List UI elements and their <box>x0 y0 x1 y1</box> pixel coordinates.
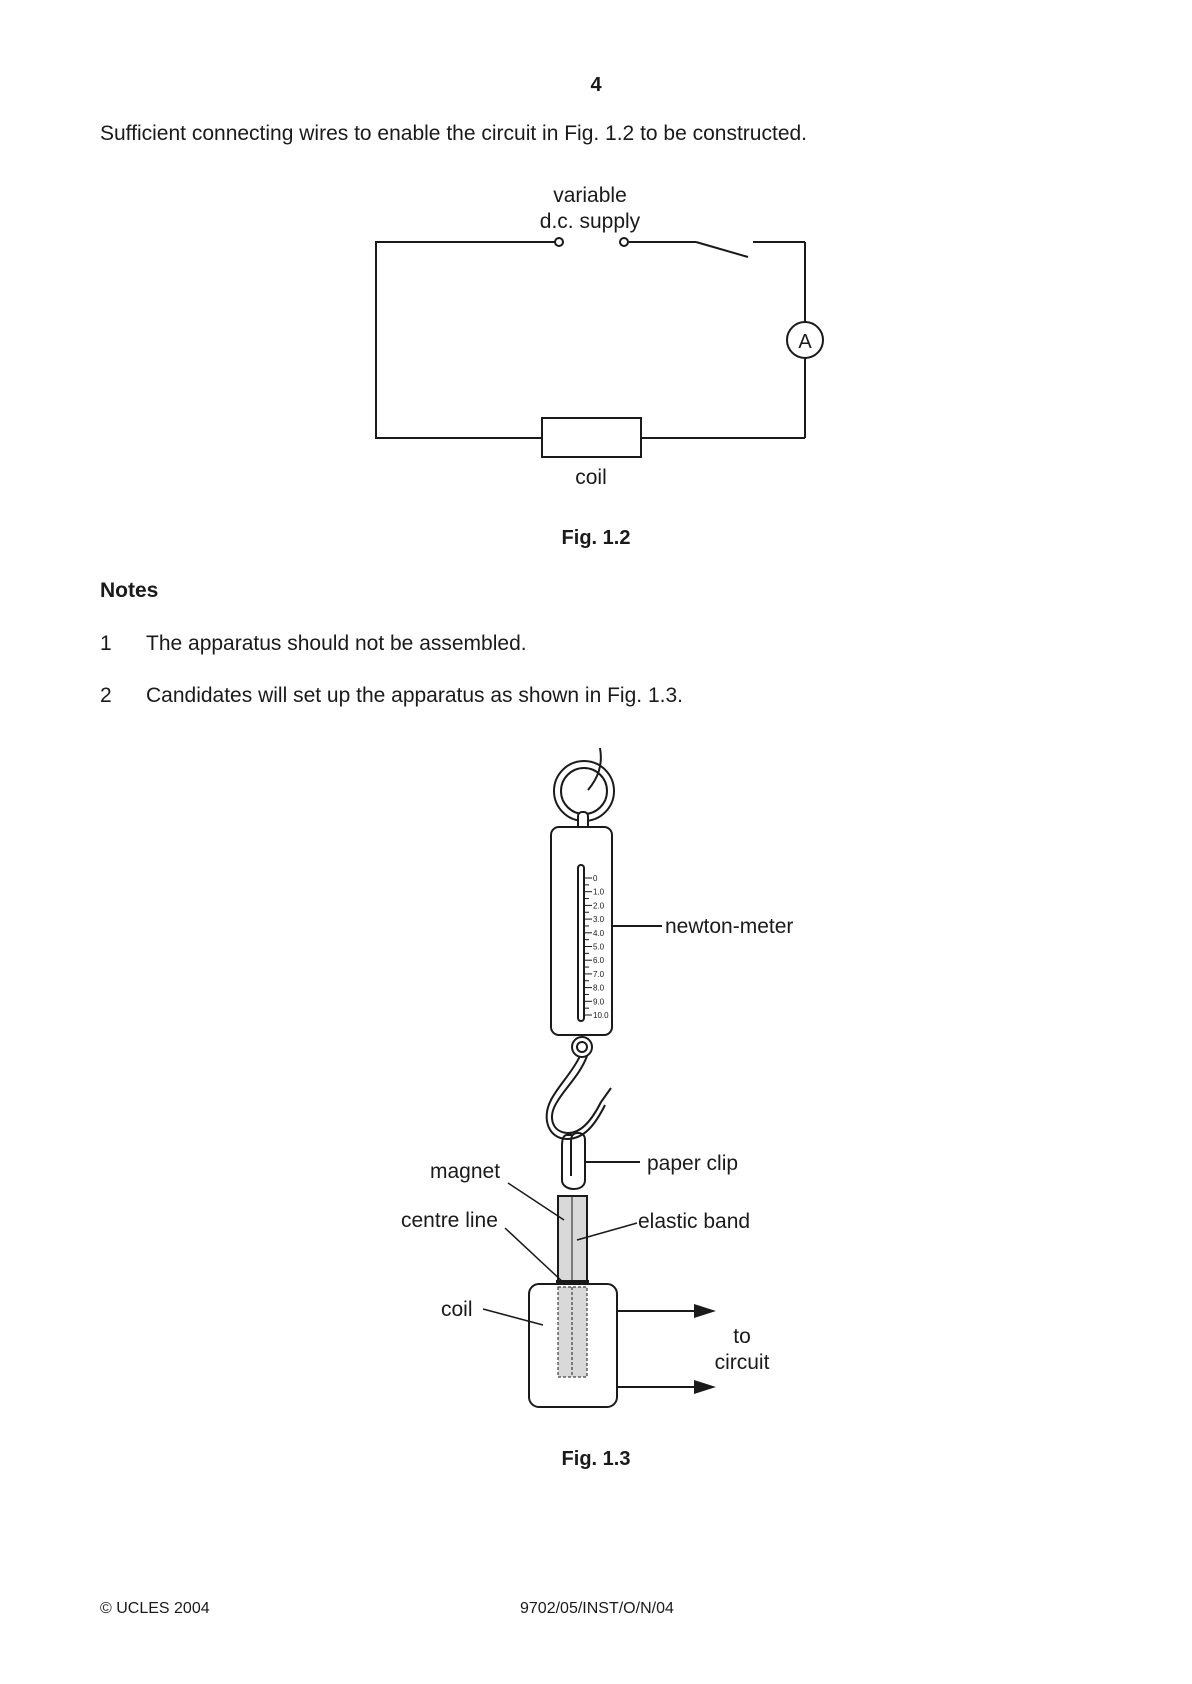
paper-clip-label: paper clip <box>647 1152 738 1175</box>
hanging-string <box>587 747 602 791</box>
supply-terminal-positive <box>619 237 629 247</box>
coil-resistor-symbol <box>541 417 642 458</box>
scale-tick-label: 5.0 <box>593 943 605 952</box>
coil-label-fig12: coil <box>575 466 607 489</box>
scale-tick-label: 3.0 <box>593 915 605 924</box>
meter-hook <box>551 1055 612 1135</box>
centre-line-leader <box>504 1227 566 1285</box>
scale-tick-label: 8.0 <box>593 984 605 993</box>
apparatus-diagram: 0 1.0 2.0 3.0 4.0 5.0 6.0 7.0 8.0 9.0 10.0 newton-… <box>401 747 793 1408</box>
elastic-band-leader <box>576 1222 638 1241</box>
circuit-wire-left <box>375 241 558 439</box>
magnet-label: magnet <box>430 1160 500 1183</box>
page-number: 4 <box>590 74 602 96</box>
ammeter-label: A <box>798 331 812 353</box>
to-circuit-line1: to <box>733 1325 751 1348</box>
note-number: 1 <box>100 632 112 655</box>
newton-meter-scale: 0 1.0 2.0 3.0 4.0 5.0 6.0 7.0 8.0 9.0 10.0 <box>584 874 609 1020</box>
supply-label-line2: d.c. supply <box>540 210 641 233</box>
note-text: The apparatus should not be assembled. <box>146 632 527 655</box>
note-number: 2 <box>100 684 112 707</box>
centre-line-label: centre line <box>401 1209 498 1232</box>
elastic-band <box>556 1280 589 1285</box>
scale-tick-label: 2.0 <box>593 901 605 910</box>
newton-meter-body <box>550 826 613 1036</box>
footer-code: 9702/05/INST/O/N/04 <box>520 1600 674 1617</box>
scale-tick-label: 1.0 <box>593 888 605 897</box>
scale-tick-label: 10.0 <box>593 1011 609 1020</box>
meter-bottom-eye <box>571 1036 593 1058</box>
coil-label-fig13: coil <box>441 1298 473 1321</box>
fig12-caption: Fig. 1.2 <box>561 527 631 549</box>
magnet-leader <box>507 1182 565 1221</box>
supply-terminal-negative <box>554 237 564 247</box>
paper-clip <box>561 1131 586 1191</box>
scale-tick-label: 6.0 <box>593 956 605 965</box>
fig13-caption: Fig. 1.3 <box>561 1448 631 1470</box>
intro-text: Sufficient connecting wires to enable th… <box>100 122 808 145</box>
scale-tick-label: 4.0 <box>593 929 605 938</box>
hanging-ring-inner <box>560 767 608 815</box>
ammeter-symbol <box>786 321 824 359</box>
elastic-band-label: elastic band <box>638 1210 750 1233</box>
newton-meter-label: newton-meter <box>665 915 793 938</box>
notes-heading: Notes <box>100 579 159 602</box>
circuit-diagram: variable d.c. supply A coil <box>375 184 824 489</box>
scale-tick-label: 0 <box>593 874 598 883</box>
switch-lever <box>695 241 749 258</box>
coil-leader <box>482 1308 544 1326</box>
to-circuit-line2: circuit <box>715 1351 770 1374</box>
note-text: Candidates will set up the apparatus as … <box>146 684 683 707</box>
supply-label-line1: variable <box>553 184 627 207</box>
scale-tick-label: 7.0 <box>593 970 605 979</box>
scale-tick-label: 9.0 <box>593 997 605 1006</box>
footer-copyright: © UCLES 2004 <box>100 1600 210 1617</box>
newton-meter-slot <box>577 864 585 1022</box>
